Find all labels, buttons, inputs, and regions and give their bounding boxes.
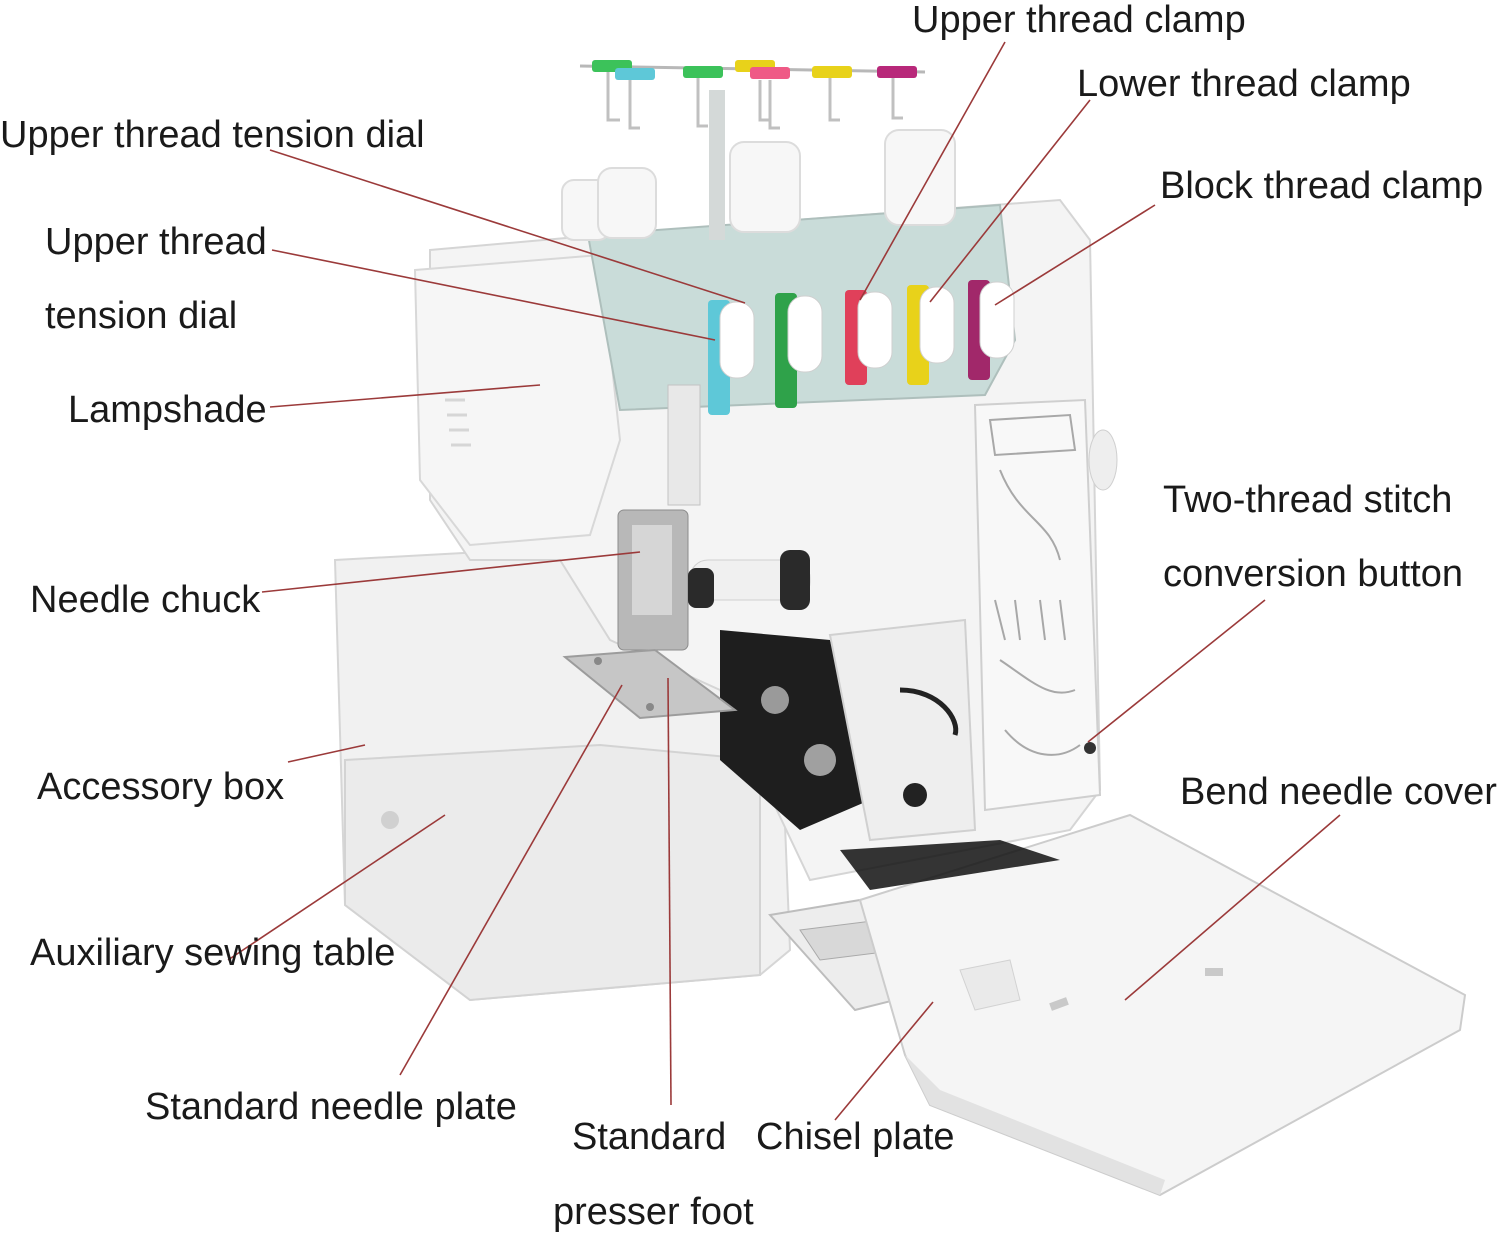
label-two-thread-line1: Two-thread stitch <box>1163 479 1453 521</box>
label-standard-presser-foot-line1: Standard <box>572 1116 727 1158</box>
leader-standard-presser-foot <box>667 677 672 1106</box>
label-upper-thread-2-line2: tension dial <box>45 295 238 337</box>
accessory-box <box>344 743 761 1002</box>
leader-standard-needle-plate <box>399 684 623 1076</box>
label-two-thread-line2: conversion button <box>1163 553 1463 595</box>
leader-needle-chuck <box>261 551 641 593</box>
leader-lampshade <box>269 384 541 408</box>
label-auxiliary-sewing-table: Auxiliary sewing table <box>30 932 396 974</box>
side-inner-panel <box>828 618 977 842</box>
leader-accessory-box <box>287 744 366 763</box>
threading-diagram-panel <box>973 398 1102 812</box>
label-standard-presser-foot-line2: presser foot <box>553 1191 754 1233</box>
label-needle-chuck: Needle chuck <box>30 579 261 621</box>
label-lower-thread-clamp: Lower thread clamp <box>1077 63 1411 105</box>
label-upper-thread-clamp: Upper thread clamp <box>912 0 1246 41</box>
label-chisel-plate: Chisel plate <box>756 1116 955 1158</box>
label-upper-thread-tension-dial: Upper thread tension dial <box>0 114 425 156</box>
lampshade-vents <box>445 398 471 447</box>
thread-stand <box>579 60 926 240</box>
leader-lower-thread-clamp <box>929 99 1091 303</box>
leader-two-thread-conversion-button <box>1087 599 1266 743</box>
leader-upper-thread-tension-dial <box>269 149 746 304</box>
label-bend-needle-cover: Bend needle cover <box>1180 771 1497 813</box>
leader-upper-thread-clamp <box>859 41 1006 301</box>
leader-block-thread-clamp <box>994 204 1156 306</box>
label-accessory-box: Accessory box <box>37 766 285 808</box>
tension-dials <box>708 280 1015 415</box>
leader-lines <box>227 41 1341 1121</box>
accessory-box-knob <box>381 811 399 829</box>
leader-upper-thread-2 <box>271 249 716 341</box>
label-lampshade: Lampshade <box>68 389 267 431</box>
thread-spools <box>561 129 956 241</box>
label-standard-needle-plate: Standard needle plate <box>145 1086 517 1128</box>
leader-bend-needle-cover <box>1124 814 1341 1001</box>
label-upper-thread-2-line1: Upper thread <box>45 221 267 263</box>
needle-mechanism <box>617 384 870 830</box>
leader-chisel-plate <box>834 1001 934 1121</box>
leader-auxiliary-sewing-table <box>227 814 446 961</box>
label-block-thread-clamp: Block thread clamp <box>1160 165 1484 207</box>
